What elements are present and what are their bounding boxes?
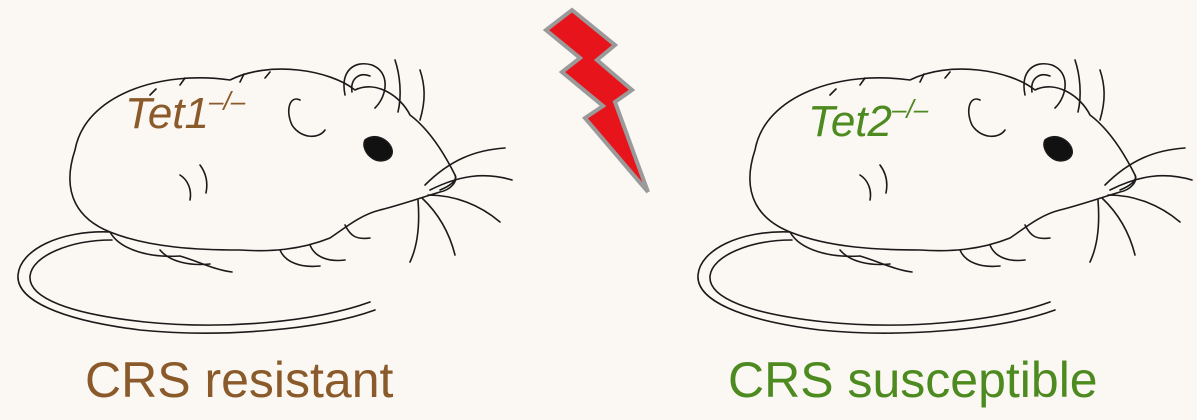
- genotype-superscript: –/–: [892, 94, 928, 124]
- mouse-right-genotype: Tet2–/–: [808, 100, 928, 144]
- lightning-bolt-icon: [546, 10, 648, 192]
- mouse-left-drawing: [18, 60, 512, 333]
- caption-left: CRS resistant: [85, 355, 393, 405]
- caption-right: CRS susceptible: [728, 355, 1098, 405]
- mouse-left-genotype: Tet1–/–: [125, 92, 245, 136]
- genotype-superscript: –/–: [209, 86, 245, 116]
- gene-name: Tet1: [125, 89, 209, 138]
- gene-name: Tet2: [808, 97, 892, 146]
- mouse-right-drawing: [698, 60, 1192, 333]
